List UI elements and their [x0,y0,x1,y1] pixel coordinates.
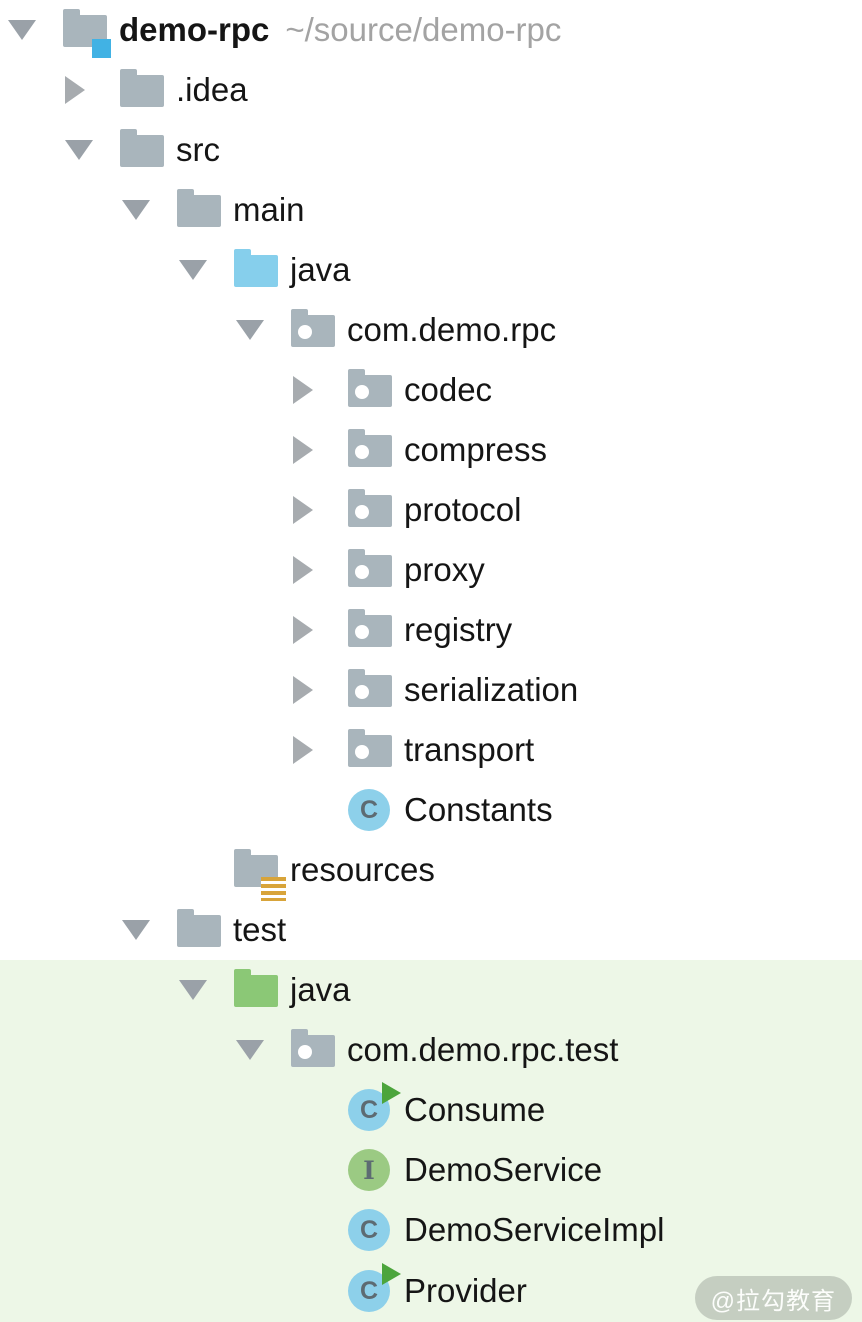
package-icon [348,667,394,713]
chevron-down-icon[interactable] [8,0,63,60]
chevron-right-icon[interactable] [293,600,348,660]
tree-row-demoserviceimpl[interactable]: C DemoServiceImpl [0,1200,862,1260]
chevron-right-icon[interactable] [65,60,120,120]
tree-row-test[interactable]: test [0,900,862,960]
twisty-spacer [179,840,234,900]
package-icon [291,307,337,353]
chevron-down-icon[interactable] [65,120,120,180]
tree-row-com-demo-rpc-test[interactable]: com.demo.rpc.test [0,1020,862,1080]
package-icon [348,607,394,653]
tree-row-main[interactable]: main [0,180,862,240]
tree-row-transport[interactable]: transport [0,720,862,780]
package-icon [348,727,394,773]
chevron-right-icon[interactable] [293,660,348,720]
chevron-down-icon[interactable] [179,960,234,1020]
tree-row-demoservice[interactable]: I DemoService [0,1140,862,1200]
watermark-badge: @拉勾教育 [694,1276,852,1320]
runnable-class-icon: C [348,1082,401,1133]
runnable-class-icon: C [348,1263,401,1314]
run-badge-icon [382,1263,401,1285]
project-path: ~/source/demo-rpc [285,11,562,48]
chevron-right-icon[interactable] [293,540,348,600]
tree-row-com-demo-rpc[interactable]: com.demo.rpc [0,300,862,360]
module-badge-icon [92,39,111,58]
chevron-down-icon[interactable] [179,240,234,300]
source-folder-icon [234,247,280,293]
chevron-down-icon[interactable] [122,180,177,240]
chevron-right-icon[interactable] [293,360,348,420]
tree-row-compress[interactable]: compress [0,420,862,480]
twisty-spacer [293,780,348,840]
test-source-folder-icon [234,967,280,1013]
tree-row-protocol[interactable]: protocol [0,480,862,540]
folder-icon [177,187,223,233]
tree-row-codec[interactable]: codec [0,360,862,420]
project-name: demo-rpc [119,11,270,48]
tree-row-constants[interactable]: C Constants [0,780,862,840]
resources-badge-icon [261,877,286,901]
interface-icon: I [348,1147,394,1193]
tree-row-resources[interactable]: resources [0,840,862,901]
chevron-down-icon[interactable] [122,900,177,960]
tree-row-src[interactable]: src [0,120,862,180]
tree-row-registry[interactable]: registry [0,600,862,660]
class-icon: C [348,1207,394,1253]
tree-row-test-java[interactable]: java [0,960,862,1020]
run-badge-icon [382,1082,401,1104]
watermark-text: @拉勾教育 [710,1287,836,1315]
chevron-right-icon[interactable] [293,720,348,780]
tree-row-consume[interactable]: C Consume [0,1080,862,1140]
folder-icon [120,127,166,173]
chevron-right-icon[interactable] [293,420,348,480]
folder-icon [177,907,223,953]
package-icon [348,427,394,473]
twisty-spacer [293,1080,348,1140]
project-folder-icon [63,7,111,58]
chevron-right-icon[interactable] [293,480,348,540]
package-icon [348,367,394,413]
package-icon [291,1027,337,1073]
class-icon: C [348,787,394,833]
resources-folder-icon [234,847,286,901]
folder-icon [120,67,166,113]
twisty-spacer [293,1261,348,1321]
tree-row-main-java[interactable]: java [0,240,862,300]
chevron-down-icon[interactable] [236,1020,291,1080]
tree-row-demo-rpc[interactable]: demo-rpc ~/source/demo-rpc [0,0,862,60]
tree-row-serialization[interactable]: serialization [0,660,862,720]
tree-row-proxy[interactable]: proxy [0,540,862,600]
twisty-spacer [293,1200,348,1260]
chevron-down-icon[interactable] [236,300,291,360]
package-icon [348,487,394,533]
twisty-spacer [293,1140,348,1200]
tree-row-idea[interactable]: .idea [0,60,862,120]
package-icon [348,547,394,593]
